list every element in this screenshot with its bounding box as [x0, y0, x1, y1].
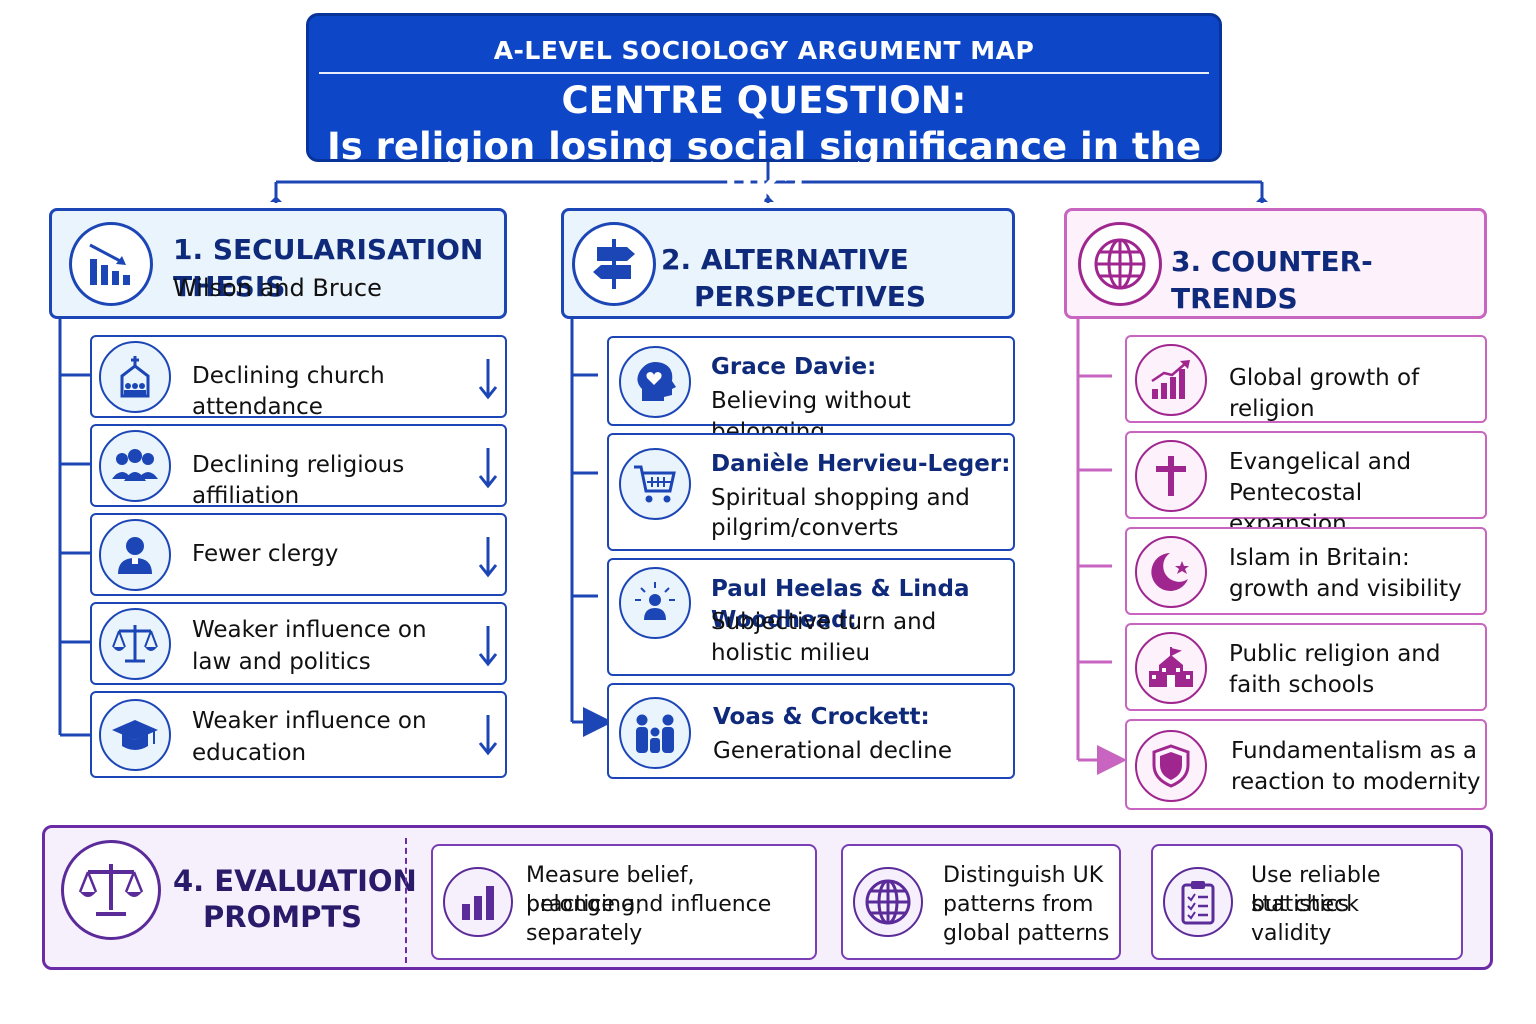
list-item: Global growth of religion [1125, 335, 1487, 423]
item-text-line-1: Public religion and [1229, 641, 1441, 667]
prompt-line-3: global patterns [943, 921, 1110, 946]
prompt-line-1: Distinguish UK [943, 863, 1104, 888]
bar-chart-icon [443, 867, 513, 937]
list-item: Danièle Hervieu-Leger: Spiritual shoppin… [607, 433, 1015, 551]
branch-line [274, 162, 1264, 203]
item-text-line-2: reaction to modernity [1231, 769, 1481, 795]
down-arrow-icon [478, 537, 498, 578]
theorist-name: Grace Davie: [711, 354, 877, 380]
down-arrow-icon [478, 626, 498, 667]
list-item: Public religion and faith schools [1125, 623, 1487, 711]
list-item: Declining church attendance [90, 335, 507, 420]
item-text-line-1: Weaker influence on [192, 708, 427, 734]
group-icon [99, 430, 171, 502]
column-title-line-1: 2. ALTERNATIVE [661, 243, 909, 276]
shield-icon [1135, 730, 1207, 802]
secularisation-header: 1. SECULARISATION THESIS Wilson and Bruc… [49, 208, 507, 319]
item-text: Declining church attendance [192, 363, 385, 420]
clergy-icon [99, 519, 171, 591]
cross-icon [1135, 440, 1207, 512]
prompt-line-3: validity [1251, 921, 1332, 946]
balance-scales-icon [61, 840, 161, 940]
counter-trends-header: 3. COUNTER-TRENDS [1064, 208, 1487, 319]
divider [405, 838, 407, 963]
evaluation-panel: 4. EVALUATION PROMPTS Measure belief, be… [42, 825, 1493, 970]
column-title-line-2: PERSPECTIVES [694, 280, 927, 313]
signpost-icon [572, 222, 656, 306]
question-label: CENTRE QUESTION: [561, 79, 967, 122]
down-arrow-icon [478, 715, 498, 756]
heart-head-icon [619, 346, 691, 418]
down-arrow-icon [478, 359, 498, 400]
item-text-line-1: Islam in Britain: [1229, 545, 1410, 571]
column-subtitle: Wilson and Bruce [173, 274, 382, 302]
item-text-line-1: Generational decline [713, 738, 953, 764]
item-text-line-2: education [192, 740, 307, 766]
column-title: 3. COUNTER-TRENDS [1171, 245, 1373, 315]
prompt-line-1: Use reliable statistics [1251, 863, 1381, 917]
list-item: Voas & Crockett: Generational decline [607, 683, 1015, 779]
graduation-cap-icon [99, 699, 171, 771]
evaluation-title-line-2: PROMPTS [203, 900, 363, 934]
scales-icon [99, 608, 171, 680]
globe-icon [853, 867, 923, 937]
banner-divider [319, 72, 1209, 74]
column-title: 1. SECULARISATION THESIS [173, 233, 484, 303]
evaluation-prompt: Use reliable statistics but check validi… [1151, 844, 1463, 960]
prompt-line-2: but check [1251, 892, 1359, 917]
down-arrow-icon [478, 448, 498, 489]
list-item: Grace Davie: Believing without belonging [607, 336, 1015, 445]
theorist-name: Paul Heelas & Linda Woodhead: [711, 576, 970, 633]
list-item: Declining religious affiliation [90, 424, 507, 509]
family-icon [619, 697, 691, 769]
centre-question: Is religion losing social significance i… [326, 125, 1202, 211]
prompt-line-2: patterns from [943, 892, 1094, 917]
item-text-line-2: growth and visibility [1229, 576, 1462, 602]
prompt-line-1: Measure belief, belonging, [526, 863, 695, 917]
globe-icon [1078, 222, 1162, 306]
item-text-line-2: faith schools [1229, 672, 1375, 698]
list-item: Weaker influence on law and politics [90, 602, 507, 685]
list-item: Weaker influence on education [90, 691, 507, 778]
item-text-line-1: Fundamentalism as a [1231, 738, 1478, 764]
map-kicker: A-LEVEL SOCIOLOGY ARGUMENT MAP [493, 36, 1035, 65]
list-item: Paul Heelas & Linda Woodhead: Subjective… [607, 558, 1015, 676]
shopping-cart-icon [619, 448, 691, 520]
prompt-line-3: separately [526, 921, 643, 946]
radiant-person-icon [619, 567, 691, 639]
item-text-line-1: Spiritual shopping and [711, 485, 970, 511]
item-text-line-2: holistic milieu [711, 640, 871, 666]
evaluation-prompt: Measure belief, belonging, practice and … [431, 844, 817, 960]
item-text-line-1: Subjective turn and [711, 609, 937, 635]
list-item: Fundamentalism as a reaction to modernit… [1125, 719, 1487, 810]
alternative-perspectives-header: 2. ALTERNATIVE PERSPECTIVES [561, 208, 1015, 319]
title-banner: A-LEVEL SOCIOLOGY ARGUMENT MAP CENTRE QU… [306, 13, 1222, 211]
list-item: Islam in Britain: growth and visibility [1125, 527, 1487, 615]
school-icon [1135, 632, 1207, 704]
item-text-line-1: Global growth of religion [1229, 365, 1420, 422]
prompt-line-2: practice and influence [526, 892, 772, 917]
item-text: Fewer clergy [192, 541, 339, 567]
item-text: Declining religious affiliation [192, 452, 405, 509]
declining-bar-chart-icon [69, 222, 153, 306]
item-text-line-1: Evangelical and [1229, 449, 1412, 475]
church-icon [99, 341, 171, 413]
item-text-line-2: Pentecostal expansion [1229, 480, 1363, 537]
list-item: Evangelical and Pentecostal expansion [1125, 431, 1487, 537]
theorist-name: Danièle Hervieu-Leger: [711, 451, 1011, 477]
theorist-name: Voas & Crockett: [713, 704, 930, 730]
evaluation-prompt: Distinguish UK patterns from global patt… [841, 844, 1121, 960]
list-item: Fewer clergy [90, 513, 507, 596]
item-text-line-2: pilgrim/converts [711, 515, 899, 541]
item-text-line-2: law and politics [192, 649, 371, 675]
item-text-line-1: Weaker influence on [192, 617, 427, 643]
crescent-star-icon [1135, 536, 1207, 608]
clipboard-checklist-icon [1163, 867, 1233, 937]
evaluation-title-line-1: 4. EVALUATION [173, 864, 417, 898]
growth-chart-icon [1135, 344, 1207, 416]
